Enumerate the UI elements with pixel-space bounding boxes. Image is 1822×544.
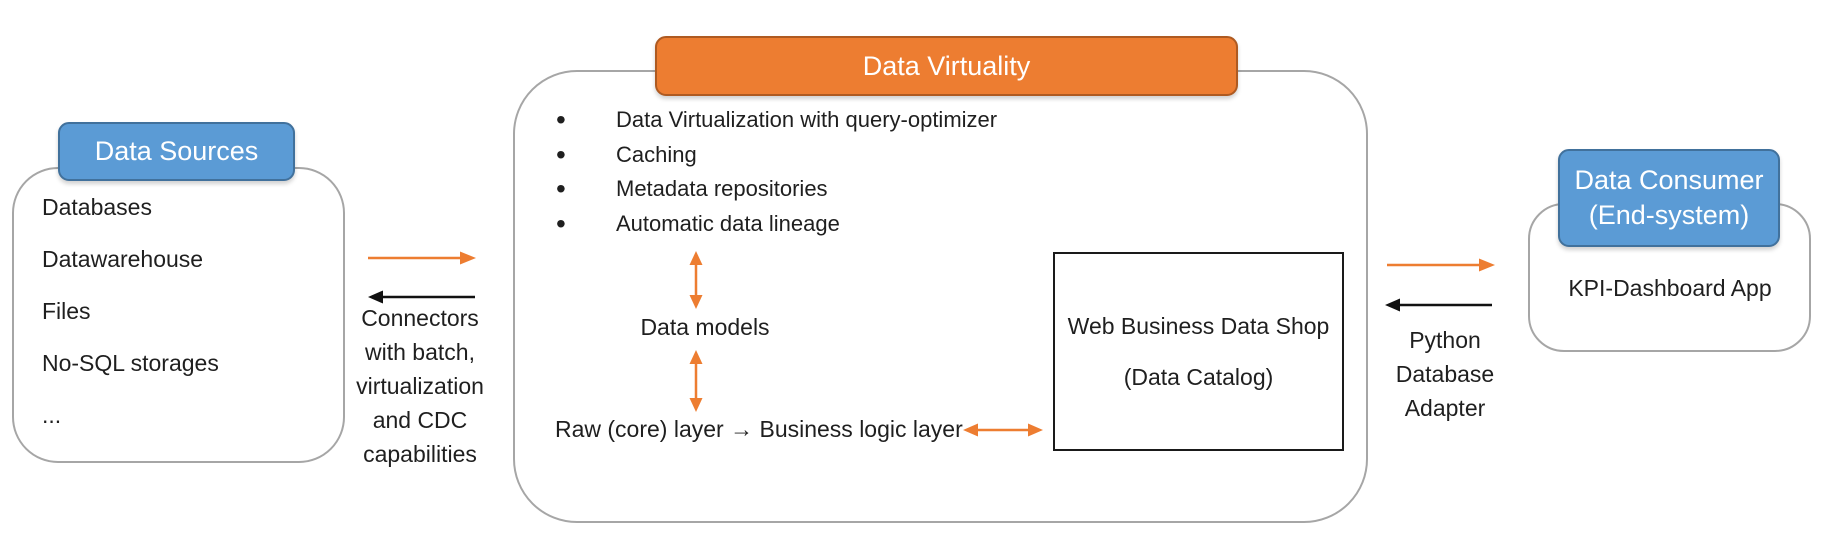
list-item: No-SQL storages xyxy=(42,350,219,376)
kpi-dashboard-app-label: KPI-Dashboard App xyxy=(1568,275,1772,301)
list-item: ... xyxy=(42,402,62,428)
data-consumer-title: Data Consumer (End-system) xyxy=(1574,165,1764,230)
orange-vertical-double-arrow-icon xyxy=(687,251,705,309)
list-item: Files xyxy=(42,298,91,324)
bullet-item: Metadata repositories xyxy=(552,172,997,207)
layers-label: Raw (core) layer → Business logic layer xyxy=(555,416,963,442)
data-virtuality-bullet-list: Data Virtualization with query-optimizer… xyxy=(552,103,997,241)
orange-horizontal-double-arrow-icon xyxy=(963,421,1043,439)
right-connector-label: Python Database Adapter xyxy=(1395,327,1495,421)
orange-vertical-double-arrow-icon xyxy=(687,350,705,412)
orange-right-arrow-icon xyxy=(1387,256,1495,274)
list-item: Datawarehouse xyxy=(42,246,204,272)
bullet-item: Data Virtualization with query-optimizer xyxy=(552,103,997,138)
list-item: Databases xyxy=(42,194,152,220)
orange-right-arrow-icon xyxy=(368,249,476,267)
data-sources-box xyxy=(12,167,345,463)
left-connector-label: Connectors with batch, virtualization an… xyxy=(356,305,484,467)
data-sources-title: Data Sources xyxy=(94,136,259,166)
black-left-arrow-icon xyxy=(368,288,475,306)
black-left-arrow-icon xyxy=(1385,296,1492,314)
data-shop-title: Web Business Data Shop xyxy=(1067,312,1330,339)
web-business-data-shop-box: Web Business Data Shop (Data Catalog) xyxy=(1053,252,1344,451)
data-consumer-header: Data Consumer (End-system) xyxy=(1558,149,1780,247)
data-models-label: Data models xyxy=(640,314,770,340)
bullet-item: Automatic data lineage xyxy=(552,207,997,242)
bullet-item: Caching xyxy=(552,138,997,173)
data-virtuality-header: Data Virtuality xyxy=(655,36,1238,96)
data-sources-list: Databases Datawarehouse Files No-SQL sto… xyxy=(42,181,219,441)
data-shop-subtitle: (Data Catalog) xyxy=(1123,363,1274,390)
data-virtuality-title: Data Virtuality xyxy=(862,50,1031,81)
data-sources-header: Data Sources xyxy=(58,122,295,181)
